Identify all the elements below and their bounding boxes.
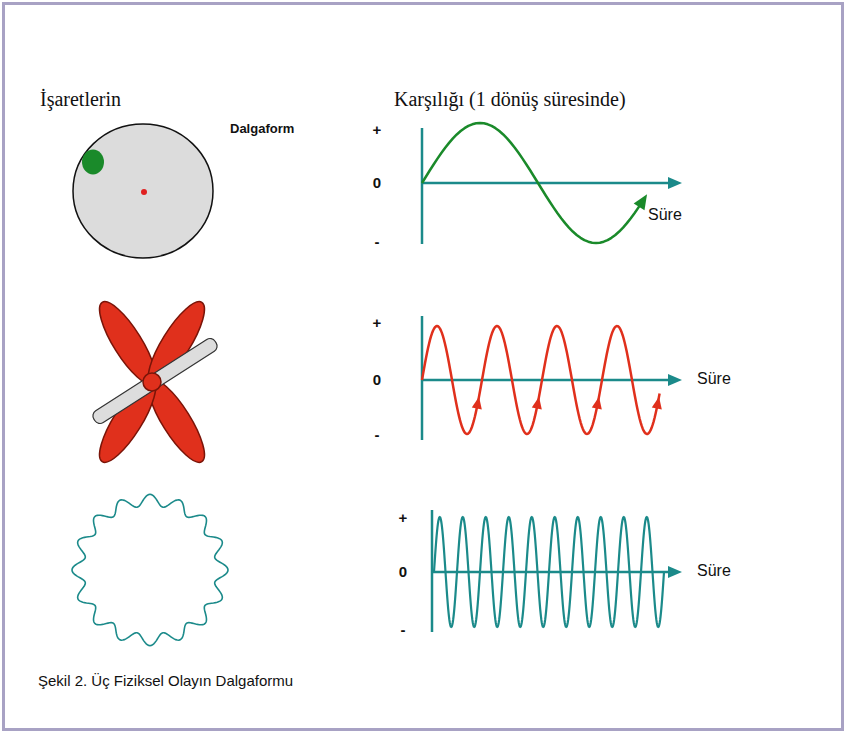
value-axis	[421, 128, 424, 244]
axis-tick: -	[375, 426, 380, 443]
axis-label: Süre	[697, 562, 731, 580]
axis-tick: 0	[373, 371, 381, 388]
axis-label: Süre	[697, 370, 731, 388]
rotating-disc	[73, 124, 213, 258]
propeller-shaft	[91, 336, 220, 426]
axis-tick: -	[401, 621, 406, 638]
axis-tick: 0	[373, 174, 381, 191]
sine-wave	[422, 326, 660, 434]
green-marker	[82, 150, 104, 175]
wave-arrowhead	[634, 194, 647, 210]
axis-label: Süre	[648, 206, 682, 224]
column-heading: Karşılığı (1 dönüş süresinde)	[394, 88, 626, 111]
propeller-hub	[143, 373, 161, 391]
sine-wave	[422, 123, 642, 243]
disc-center	[141, 189, 147, 195]
axis-tick: +	[373, 121, 382, 138]
gear-ring	[72, 494, 228, 645]
wave-arrowhead	[472, 397, 482, 410]
axis-tick: -	[375, 233, 380, 250]
axis-arrowhead	[668, 566, 682, 578]
time-axis	[422, 182, 672, 185]
axis-tick: +	[373, 314, 382, 331]
wave-arrowhead	[532, 397, 542, 410]
sine-wave	[434, 517, 664, 627]
waveforms	[72, 123, 682, 646]
axis-arrowhead	[668, 374, 682, 386]
figure-label: Dalgaform	[230, 122, 294, 137]
axis-tick: 0	[399, 563, 407, 580]
wave-arrowhead	[652, 397, 662, 410]
axis-tick: +	[399, 509, 408, 526]
propeller	[90, 295, 213, 469]
axis-arrowhead	[668, 177, 682, 189]
time-axis	[422, 379, 672, 382]
figure-caption: Şekil 2. Üç Fiziksel Olayın Dalgaformu	[38, 672, 293, 689]
column-heading: İşaretlerin	[40, 88, 121, 111]
wave-arrowhead	[592, 397, 602, 410]
